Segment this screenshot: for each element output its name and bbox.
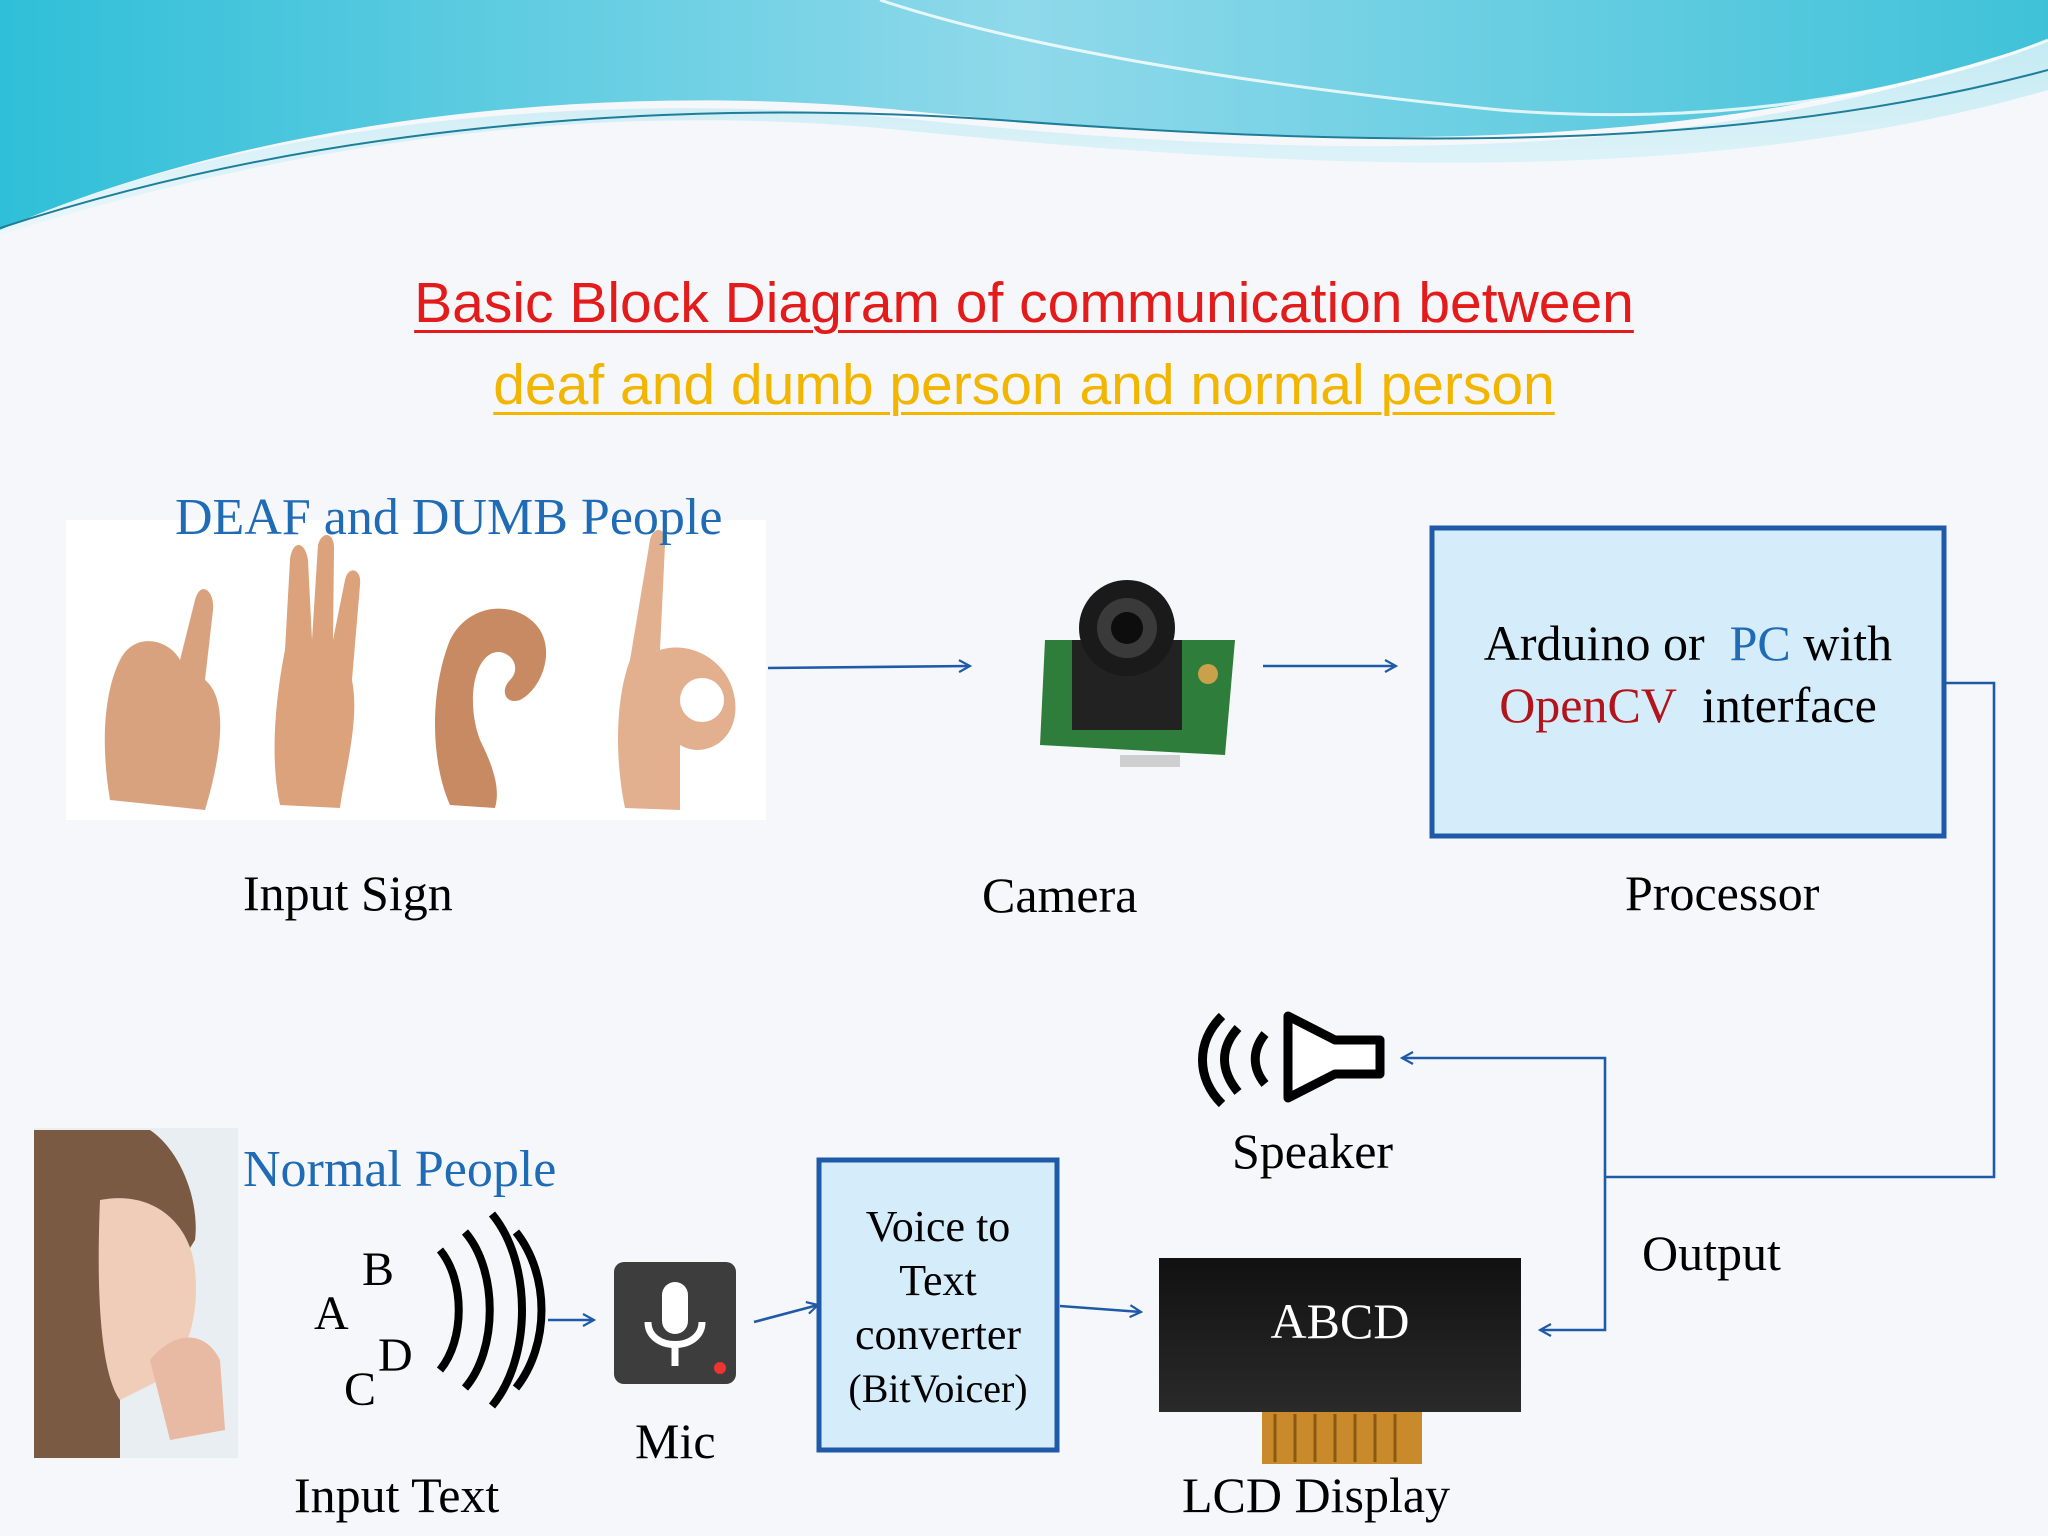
arrow-mic-to-converter xyxy=(753,1305,818,1324)
group-label-normal: Normal People xyxy=(243,1141,557,1198)
label-output: Output xyxy=(1642,1225,1781,1281)
processor-text-pc: PC xyxy=(1729,615,1791,671)
hand-sign-icon xyxy=(66,520,766,820)
letter-a: A xyxy=(314,1287,349,1340)
converter-line1: Voice to xyxy=(865,1202,1011,1251)
label-input-sign: Input Sign xyxy=(243,865,453,921)
converter-line3: converter xyxy=(854,1310,1022,1359)
lcd-screen-text: ABCD xyxy=(1270,1293,1410,1349)
label-processor: Processor xyxy=(1625,865,1820,921)
label-input-text: Input Text xyxy=(294,1467,500,1523)
diagram-title-line1: Basic Block Diagram of communication bet… xyxy=(414,271,1634,335)
processor-box xyxy=(1429,525,1947,839)
header-wave xyxy=(0,0,2048,235)
label-camera: Camera xyxy=(982,867,1138,923)
converter-box-text: Voice to Text converter (BitVoicer) xyxy=(819,1200,1057,1416)
letter-b: B xyxy=(362,1243,395,1296)
letter-c: C xyxy=(344,1363,377,1416)
processor-text-arduino: Arduino or xyxy=(1483,615,1705,671)
converter-line4: (BitVoicer) xyxy=(848,1366,1028,1411)
processor-text-interface: interface xyxy=(1701,677,1877,733)
line-processor-output xyxy=(1605,681,1996,1179)
woman-shouting-image xyxy=(34,1128,238,1458)
speaker-icon xyxy=(1198,1011,1385,1108)
mic-icon xyxy=(614,1262,736,1384)
arrow-sign-to-camera xyxy=(767,666,970,668)
processor-box-text: Arduino or PC with OpenCV interface xyxy=(1432,612,1944,736)
group-label-deaf: DEAF and DUMB People xyxy=(175,489,723,546)
arrow-output-to-speaker xyxy=(1402,1058,1607,1177)
processor-text-with: with xyxy=(1803,615,1893,671)
diagram-title-line2: deaf and dumb person and normal person xyxy=(493,353,1555,417)
arrow-converter-to-lcd xyxy=(1059,1306,1141,1312)
camera-module-icon xyxy=(1040,580,1235,767)
label-mic: Mic xyxy=(635,1413,716,1469)
label-speaker: Speaker xyxy=(1232,1123,1394,1179)
connectors xyxy=(548,666,1996,1330)
lcd-module-icon xyxy=(1159,1258,1521,1464)
arrow-output-to-lcd xyxy=(1540,1177,1607,1330)
processor-text-opencv: OpenCV xyxy=(1499,677,1677,733)
label-lcd-display: LCD Display xyxy=(1182,1467,1451,1523)
converter-line2: Text xyxy=(899,1256,977,1305)
letter-d: D xyxy=(378,1329,413,1382)
converter-box xyxy=(816,1157,1060,1453)
sound-waves-icon xyxy=(436,1211,546,1409)
